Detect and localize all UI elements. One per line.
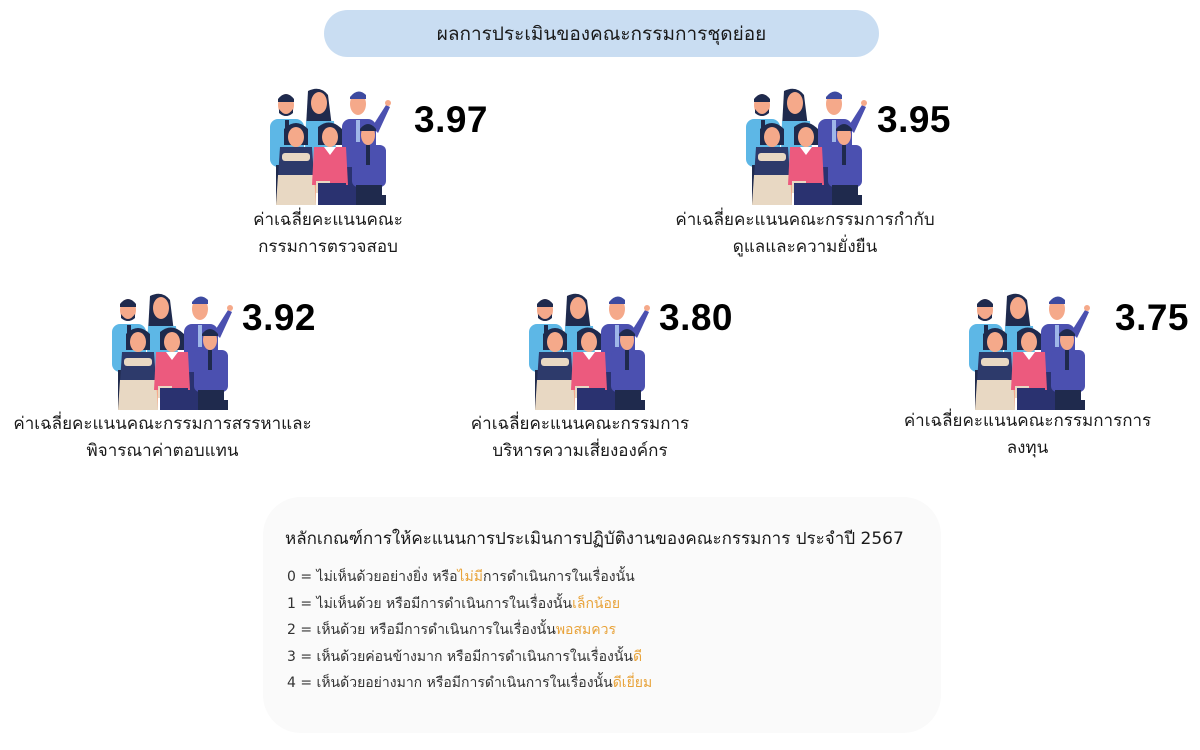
criteria-highlight: พอสมควร bbox=[555, 622, 616, 638]
committee-label: ค่าเฉลี่ยคะแนนคณะกรรมการสรรหาและ พิจารณา… bbox=[13, 414, 312, 461]
people-group-icon bbox=[732, 87, 877, 205]
score-value: 3.75 bbox=[1115, 297, 1190, 338]
criteria-highlight: เล็กน้อย bbox=[572, 595, 621, 612]
committee-label: ค่าเฉลี่ยคะแนนคณะกรรมการ บริหารความเสี่ย… bbox=[470, 414, 690, 461]
page-title-text: ผลการประเมินของคณะกรรมการชุดย่อย bbox=[436, 22, 767, 45]
criteria-list: 0 = ไม่เห็นด้วยอย่างยิ่ง หรือไม่มีการดำเ… bbox=[287, 564, 652, 697]
criteria-highlight: ไม่มี bbox=[457, 569, 484, 585]
score-value: 3.92 bbox=[242, 297, 317, 338]
committee-label: ค่าเฉลี่ยคะแนนคณะกรรมการกำกับ ดูแลและควา… bbox=[675, 210, 935, 257]
people-group-icon bbox=[955, 292, 1100, 410]
criteria-row: 4 = เห็นด้วยอย่างมาก หรือมีการดำเนินการใ… bbox=[287, 675, 653, 691]
page-title: ผลการประเมินของคณะกรรมการชุดย่อย bbox=[324, 10, 879, 57]
score-value: 3.95 bbox=[877, 99, 952, 140]
score-value: 3.80 bbox=[659, 297, 734, 338]
people-group-icon bbox=[98, 292, 243, 410]
people-group-icon bbox=[515, 292, 660, 410]
criteria-highlight: ดีเยี่ยม bbox=[612, 675, 653, 691]
criteria-row: 1 = ไม่เห็นด้วย หรือมีการดำเนินการในเรื่… bbox=[287, 595, 621, 612]
criteria-row: 0 = ไม่เห็นด้วยอย่างยิ่ง หรือไม่มีการดำเ… bbox=[287, 569, 635, 585]
committee-label: ค่าเฉลี่ยคะแนนคณะ กรรมการตรวจสอบ bbox=[253, 210, 403, 257]
criteria-highlight: ดี bbox=[632, 648, 643, 665]
scoring-criteria-panel: หลักเกณฑ์การให้คะแนนการประเมินการปฏิบัติ… bbox=[263, 497, 941, 733]
criteria-row: 2 = เห็นด้วย หรือมีการดำเนินการในเรื่องน… bbox=[287, 622, 616, 638]
criteria-heading: หลักเกณฑ์การให้คะแนนการประเมินการปฏิบัติ… bbox=[285, 529, 904, 549]
people-group-icon bbox=[256, 87, 401, 205]
score-value: 3.97 bbox=[414, 99, 489, 140]
committee-label: ค่าเฉลี่ยคะแนนคณะกรรมการการ ลงทุน bbox=[903, 411, 1152, 458]
criteria-row: 3 = เห็นด้วยค่อนข้างมาก หรือมีการดำเนินก… bbox=[287, 648, 643, 665]
